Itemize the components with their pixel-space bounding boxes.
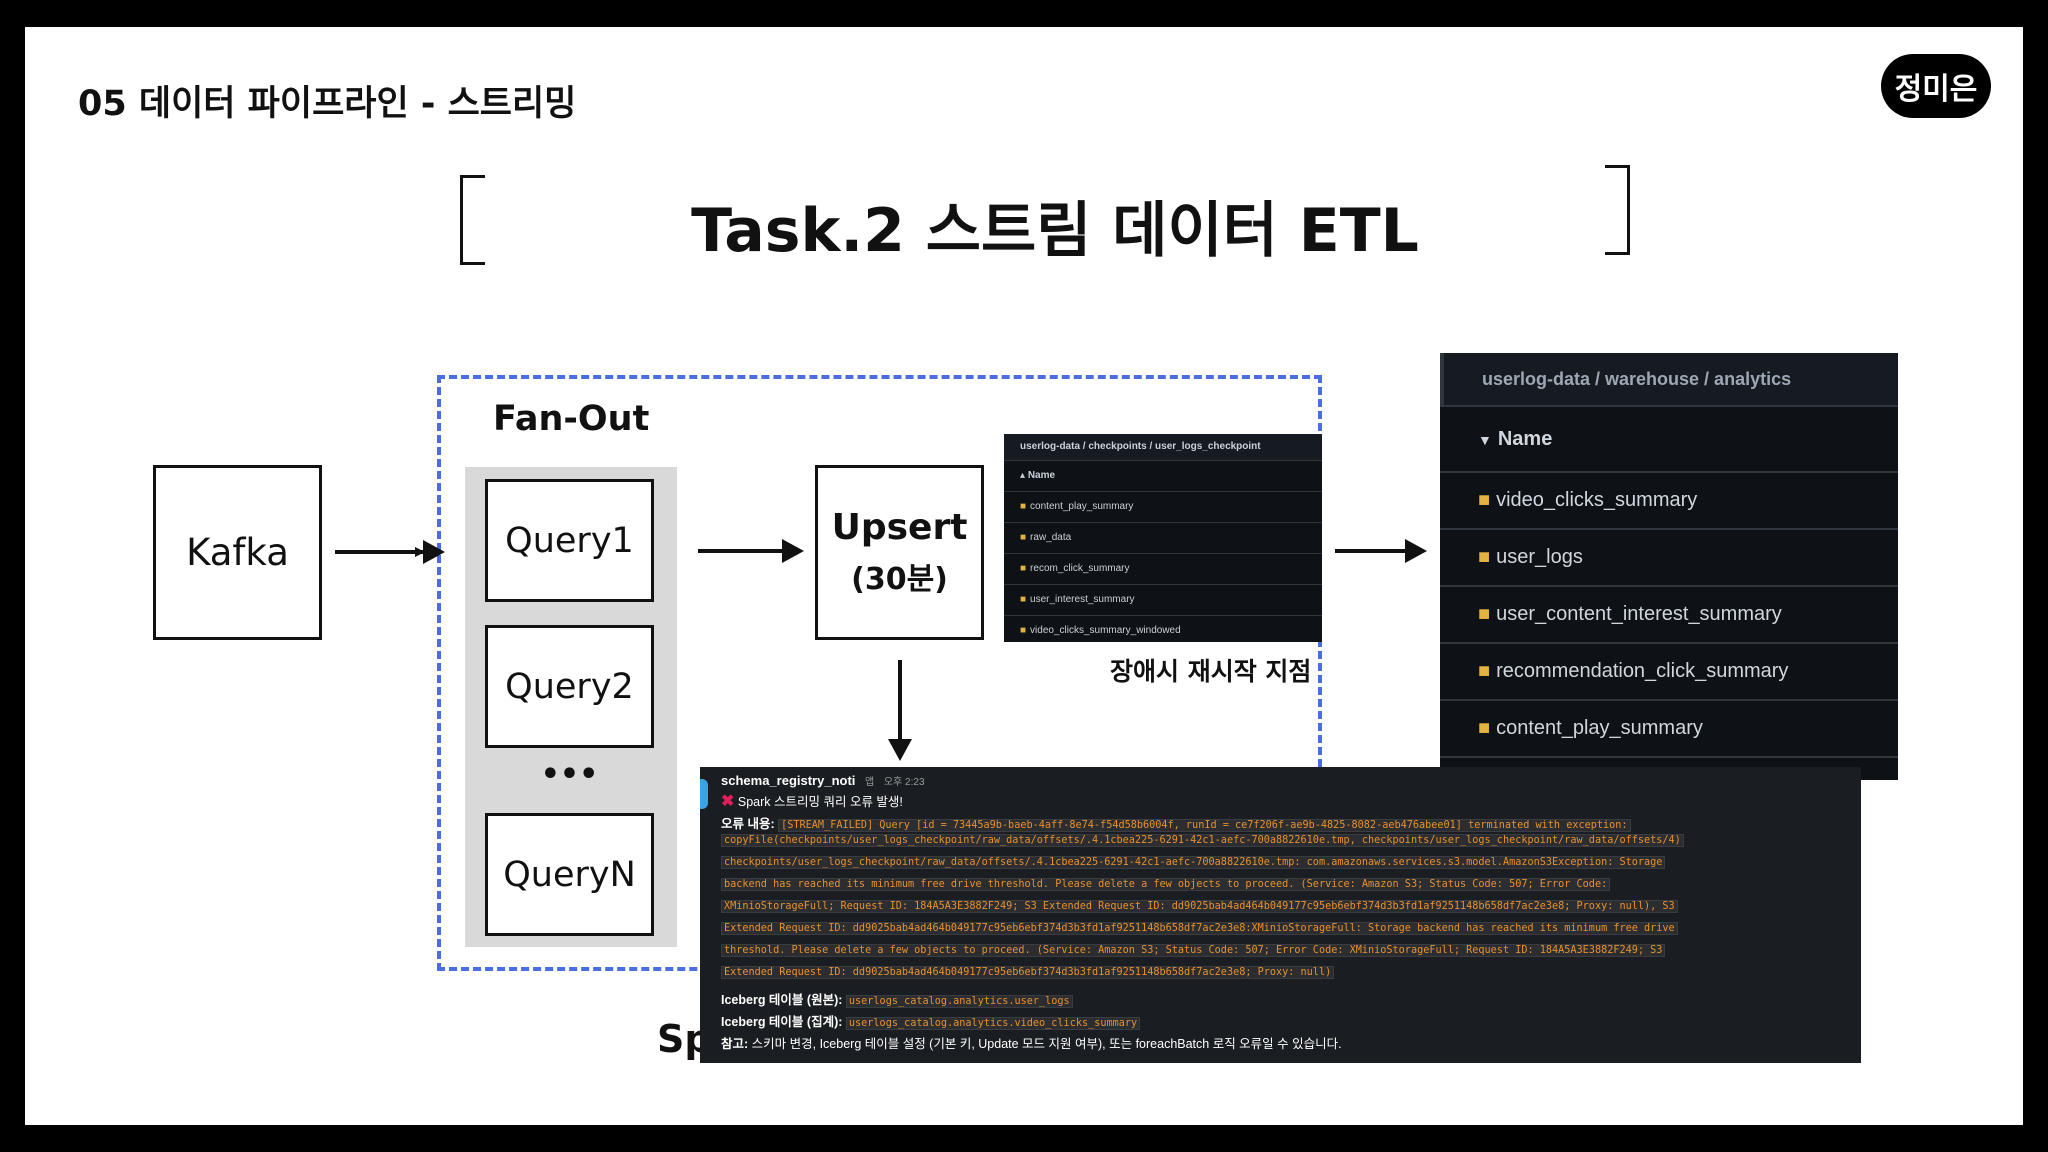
arrowhead-warehouse [1405,539,1427,563]
checkpoint-name-header[interactable]: ▴ Name [1004,461,1322,492]
error-label: 오류 내용: [721,817,775,831]
table-agg-value: userlogs_catalog.analytics.video_clicks_… [845,1017,1141,1030]
warehouse-folder[interactable]: ■recommendation_click_summary [1440,644,1898,701]
table-agg-line: Iceberg 테이블 (집계): userlogs_catalog.analy… [721,1011,1141,1030]
upsert-box: Upsert (30분) [815,465,984,640]
warehouse-breadcrumb: userlog-data / warehouse / analytics [1440,353,1898,407]
query-box-1: Query1 [485,479,654,602]
checkpoint-folder[interactable]: ■raw_data [1004,523,1322,554]
folder-icon: ■ [1478,489,1491,511]
error-line-0: 오류 내용: [STREAM_FAILED] Query [id = 73445… [721,813,1631,832]
warehouse-folder[interactable]: ■video_clicks_summary [1440,473,1898,530]
table-agg-label: Iceberg 테이블 (집계): [721,1015,843,1029]
ellipsis-dots: ••• [540,757,599,792]
alert-title: Spark 스트리밍 쿼리 오류 발생! [737,795,903,809]
folder-icon: ■ [1020,563,1027,574]
arrowhead-kafka [423,540,445,564]
app-tag: 앱 [865,777,875,788]
note-text: 스키마 변경, Iceberg 테이블 설정 (기본 키, Update 모드 … [751,1037,1342,1051]
checkpoint-folder[interactable]: ■content_play_summary [1004,492,1322,523]
error-line-7: Extended Request ID: dd9025bab4ad464b049… [721,966,1335,979]
arrowhead-alert [888,739,912,761]
error-line-2: checkpoints/user_logs_checkpoint/raw_dat… [721,856,1666,869]
sort-up-icon: ▴ [1020,470,1028,481]
warehouse-name-header[interactable]: ▼Name [1440,407,1898,473]
folder-icon: ■ [1478,546,1491,568]
error-line-1: copyFile(checkpoints/user_logs_checkpoin… [721,834,1684,847]
message-header: schema_registry_noti 앱 오후 2:23 [721,773,925,788]
query-box-2: Query2 [485,625,654,748]
error-text: threshold. Please delete a few objects t… [721,944,1666,957]
error-text: backend has reached its minimum free dri… [721,878,1611,891]
fanout-label: Fan-Out [493,399,650,439]
query-box-n: QueryN [485,813,654,936]
error-line-5: Extended Request ID: dd9025bab4ad464b049… [721,922,1678,935]
main-title: Task.2 스트림 데이터 ETL [691,196,1419,266]
arrows-layer [335,539,1427,761]
arrowhead-upsert [782,539,804,563]
warehouse-folder[interactable]: ■user_content_interest_summary [1440,587,1898,644]
folder-icon: ■ [1478,660,1491,682]
note-line: 참고: 스키마 변경, Iceberg 테이블 설정 (기본 키, Update… [721,1033,1342,1052]
kafka-box: Kafka [153,465,322,640]
warehouse-browser: userlog-data / warehouse / analytics ▼Na… [1440,353,1898,780]
right-bracket [1605,165,1630,255]
error-text: Extended Request ID: dd9025bab4ad464b049… [721,966,1335,979]
note-label: 참고: [721,1037,749,1051]
caret-down-icon: ▼ [1478,432,1492,448]
upsert-label: Upsert [831,507,968,548]
author-badge: 정미은 [1881,54,1991,118]
warehouse-folder[interactable]: ■user_logs [1440,530,1898,587]
folder-icon: ■ [1020,501,1027,512]
bot-avatar [700,779,708,809]
sender-name[interactable]: schema_registry_noti [721,773,856,788]
error-line-4: XMinioStorageFull; Request ID: 184A5A3E3… [721,900,1678,913]
checkpoint-folder[interactable]: ■video_clicks_summary_windowed [1004,616,1322,642]
upsert-interval: (30분) [851,562,948,597]
slide: 05 데이터 파이프라인 - 스트리밍 정미은 Task.2 스트림 데이터 E… [25,27,2023,1125]
table-raw-line: Iceberg 테이블 (원본): userlogs_catalog.analy… [721,989,1073,1008]
folder-icon: ■ [1478,717,1491,739]
folder-icon: ■ [1478,603,1491,625]
alert-title-line: ✖ Spark 스트리밍 쿼리 오류 발생! [721,791,903,811]
error-line-6: threshold. Please delete a few objects t… [721,944,1666,957]
error-line-3: backend has reached its minimum free dri… [721,878,1611,891]
checkpoint-folder[interactable]: ■recom_click_summary [1004,554,1322,585]
checkpoint-breadcrumb: userlog-data / checkpoints / user_logs_c… [1004,434,1322,461]
error-text: checkpoints/user_logs_checkpoint/raw_dat… [721,856,1666,869]
error-text: Extended Request ID: dd9025bab4ad464b049… [721,922,1678,935]
error-text: copyFile(checkpoints/user_logs_checkpoin… [721,834,1684,847]
left-bracket [460,175,485,265]
folder-icon: ■ [1020,532,1027,543]
checkpoint-caption: 장애시 재시작 지점 [1110,657,1312,686]
table-raw-label: Iceberg 테이블 (원본): [721,993,843,1007]
slack-alert-message: schema_registry_noti 앱 오후 2:23 ✖ Spark 스… [700,767,1861,1063]
section-title: 05 데이터 파이프라인 - 스트리밍 [78,84,577,124]
error-text: [STREAM_FAILED] Query [id = 73445a9b-bae… [778,819,1631,832]
folder-icon: ■ [1020,594,1027,605]
checkpoint-folder[interactable]: ■user_interest_summary [1004,585,1322,616]
message-time[interactable]: 오후 2:23 [883,777,925,788]
table-raw-value: userlogs_catalog.analytics.user_logs [845,995,1073,1008]
error-text: XMinioStorageFull; Request ID: 184A5A3E3… [721,900,1678,913]
checkpoint-browser: userlog-data / checkpoints / user_logs_c… [1004,434,1322,642]
folder-icon: ■ [1020,625,1027,636]
red-x-icon: ✖ [721,793,735,810]
warehouse-folder[interactable]: ■content_play_summary [1440,701,1898,758]
